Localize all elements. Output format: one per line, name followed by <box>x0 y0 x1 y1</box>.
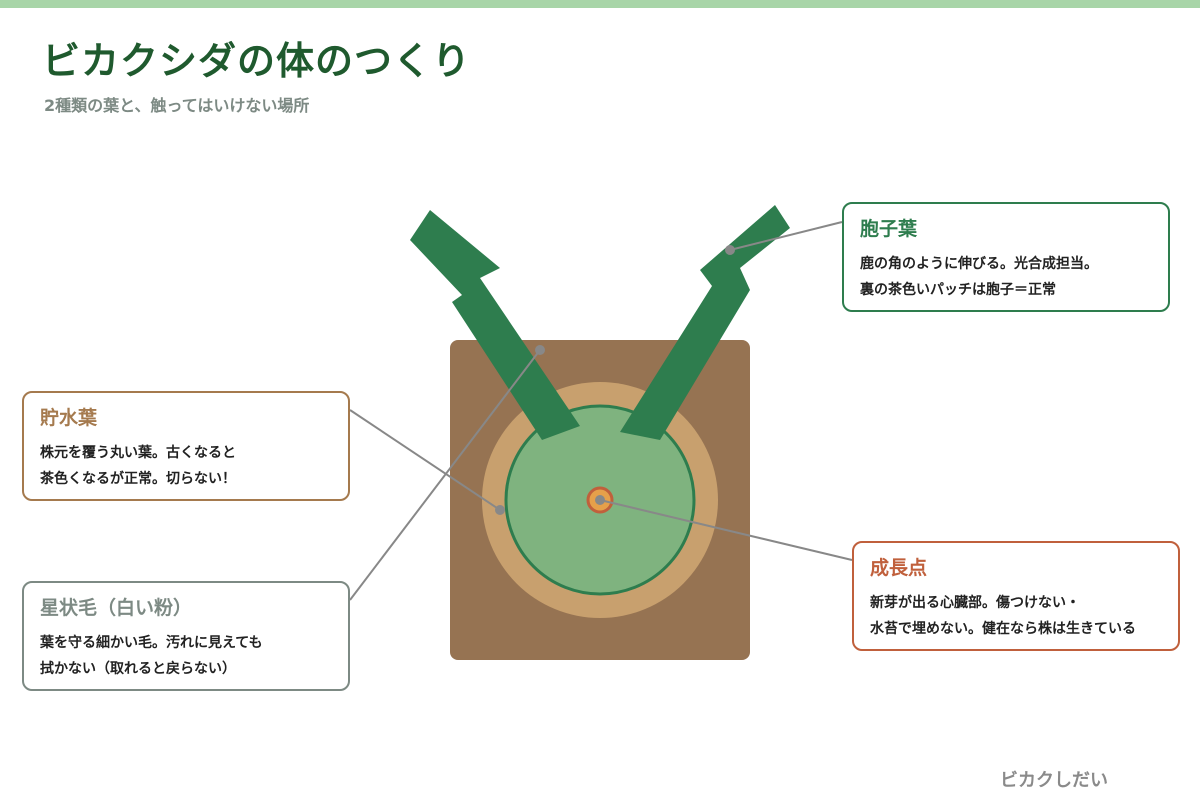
connector-shield-leaf <box>349 409 501 511</box>
callout-shield-leaf-line-2: 茶色くなるが正常。切らない！ <box>40 471 236 487</box>
callout-shield-leaf-line-1: 株元を覆う丸い葉。古くなると <box>40 445 236 461</box>
callout-trichome-line-1: 葉を守る細かい毛。汚れに見えても <box>40 635 263 651</box>
callout-shield-leaf-title: 貯水葉 <box>40 407 98 429</box>
connector-dot-spore-leaf <box>725 245 735 255</box>
spore-leaf-left <box>410 210 580 440</box>
callout-trichome-title: 星状毛（白い粉） <box>40 597 193 619</box>
spore-leaf-right <box>620 205 790 440</box>
callout-spore-leaf-line-1: 鹿の角のように伸びる。光合成担当。 <box>860 256 1098 272</box>
callout-trichome: 星状毛（白い粉） 葉を守る細かい毛。汚れに見えても 拭かない（取れると戻らない） <box>22 581 350 691</box>
top-accent-bar <box>0 0 1200 8</box>
connector-dot-trichome <box>535 345 545 355</box>
callout-growth-point: 成長点 新芽が出る心臓部。傷つけない・ 水苔で埋めない。健在なら株は生きている <box>852 541 1180 651</box>
callout-growth-point-line-1: 新芽が出る心臓部。傷つけない・ <box>870 595 1080 611</box>
page-title: ビカクシダの体のつくり <box>42 39 472 83</box>
page-subtitle: 2種類の葉と、触ってはいけない場所 <box>44 96 310 115</box>
footer-brand: ビカクしだい <box>1000 770 1108 791</box>
callout-spore-leaf: 胞子葉 鹿の角のように伸びる。光合成担当。 裏の茶色いパッチは胞子＝正常 <box>842 202 1170 312</box>
callout-spore-leaf-line-2: 裏の茶色いパッチは胞子＝正常 <box>860 282 1056 298</box>
connector-spore-leaf <box>729 221 843 251</box>
callout-growth-point-line-2: 水苔で埋めない。健在なら株は生きている <box>870 621 1136 637</box>
connector-dot-growth-point <box>595 495 605 505</box>
callout-spore-leaf-title: 胞子葉 <box>860 218 918 240</box>
connector-dot-shield-leaf <box>495 505 505 515</box>
callout-shield-leaf: 貯水葉 株元を覆う丸い葉。古くなると 茶色くなるが正常。切らない！ <box>22 391 350 501</box>
callout-trichome-line-2: 拭かない（取れると戻らない） <box>40 661 236 677</box>
connector-growth-point <box>599 499 853 561</box>
connector-trichome <box>349 349 541 601</box>
callout-growth-point-title: 成長点 <box>870 557 928 579</box>
